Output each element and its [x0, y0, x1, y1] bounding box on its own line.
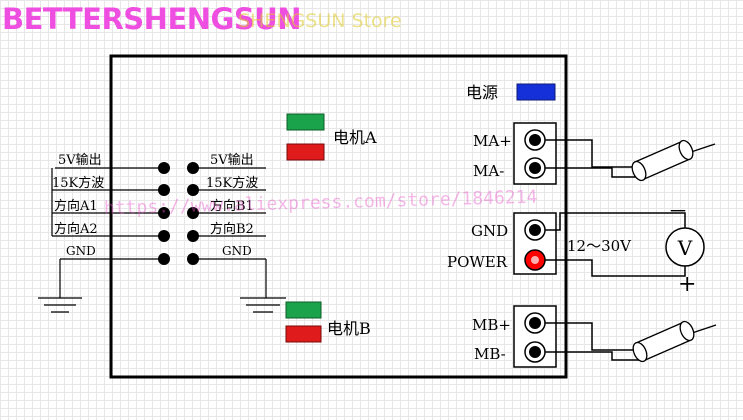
right-ground-symbol [240, 297, 286, 313]
board-outline [109, 54, 568, 379]
motor-b-wires [545, 322, 643, 361]
supply-minus-sign: － [668, 199, 688, 223]
left-signal-label-dir-a2: 方向A2 [54, 221, 98, 237]
store-brand-title: BETTERSHENGSUN [2, 2, 302, 36]
right-signal-lines [194, 167, 267, 298]
left-signal-label-dir-a1: 方向A1 [54, 198, 98, 214]
terminal-label-gnd: GND [471, 222, 508, 240]
power-led [516, 83, 556, 101]
left-signal-label-pwm: 15K方波 [52, 175, 104, 191]
right-signal-label-pwm: 15K方波 [206, 175, 258, 191]
terminal-label-ma-plus: MA+ [473, 132, 512, 150]
right-signal-label-dir-b1: 方向B1 [210, 198, 254, 214]
right-signal-label-5v: 5V输出 [210, 152, 254, 168]
header-pins-left-column [158, 162, 170, 265]
store-name-ghost: SHENGSUN Store [238, 10, 402, 32]
terminal-label-power: POWER [447, 253, 508, 271]
left-signal-lines [51, 167, 162, 298]
left-signal-label-gnd: GND [66, 244, 96, 258]
right-signal-label-gnd: GND [222, 244, 252, 258]
motor-b-drawing [632, 320, 717, 363]
supply-voltage-label: 12～30V [567, 237, 632, 255]
terminal-label-mb-plus: MB+ [472, 316, 511, 334]
power-terminal-positive-center [531, 256, 539, 264]
left-signal-label-5v: 5V输出 [58, 152, 102, 168]
motor-a-wires [545, 139, 640, 178]
voltage-source-symbol [665, 227, 705, 267]
power-led-label: 电源 [466, 83, 498, 102]
terminal-label-ma-minus: MA- [473, 162, 504, 180]
motor-b-red-indicator [285, 325, 322, 343]
left-ground-symbol [38, 297, 82, 313]
power-supply-wires [545, 212, 686, 277]
motor-a-drawing [631, 139, 716, 182]
motor-b-label: 电机B [327, 319, 371, 338]
terminal-screw-centers [529, 134, 541, 358]
supply-plus-sign: + [678, 272, 696, 297]
header-pins-right-column [187, 162, 199, 265]
right-signal-label-dir-b2: 方向B2 [210, 221, 254, 237]
motor-a-green-indicator [286, 113, 325, 131]
motor-a-label: 电机A [333, 128, 377, 147]
motor-b-green-indicator [285, 301, 322, 319]
motor-a-red-indicator [286, 143, 325, 161]
voltage-source-letter: V [677, 236, 693, 260]
terminal-label-mb-minus: MB- [474, 345, 506, 363]
